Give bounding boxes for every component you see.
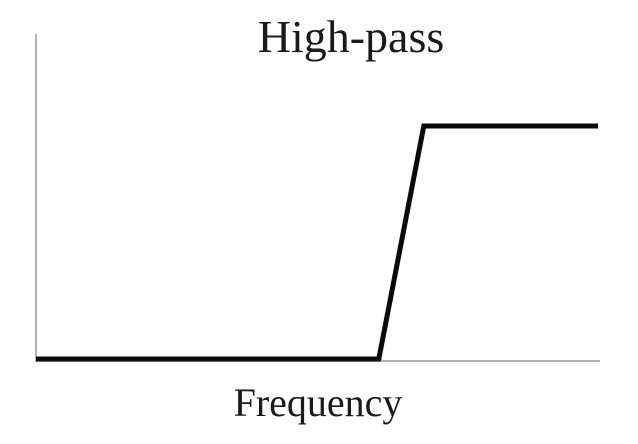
frequency-response-line	[36, 123, 598, 362]
diagram-title: High-pass	[258, 11, 445, 62]
x-axis-label: Frequency	[234, 380, 403, 425]
